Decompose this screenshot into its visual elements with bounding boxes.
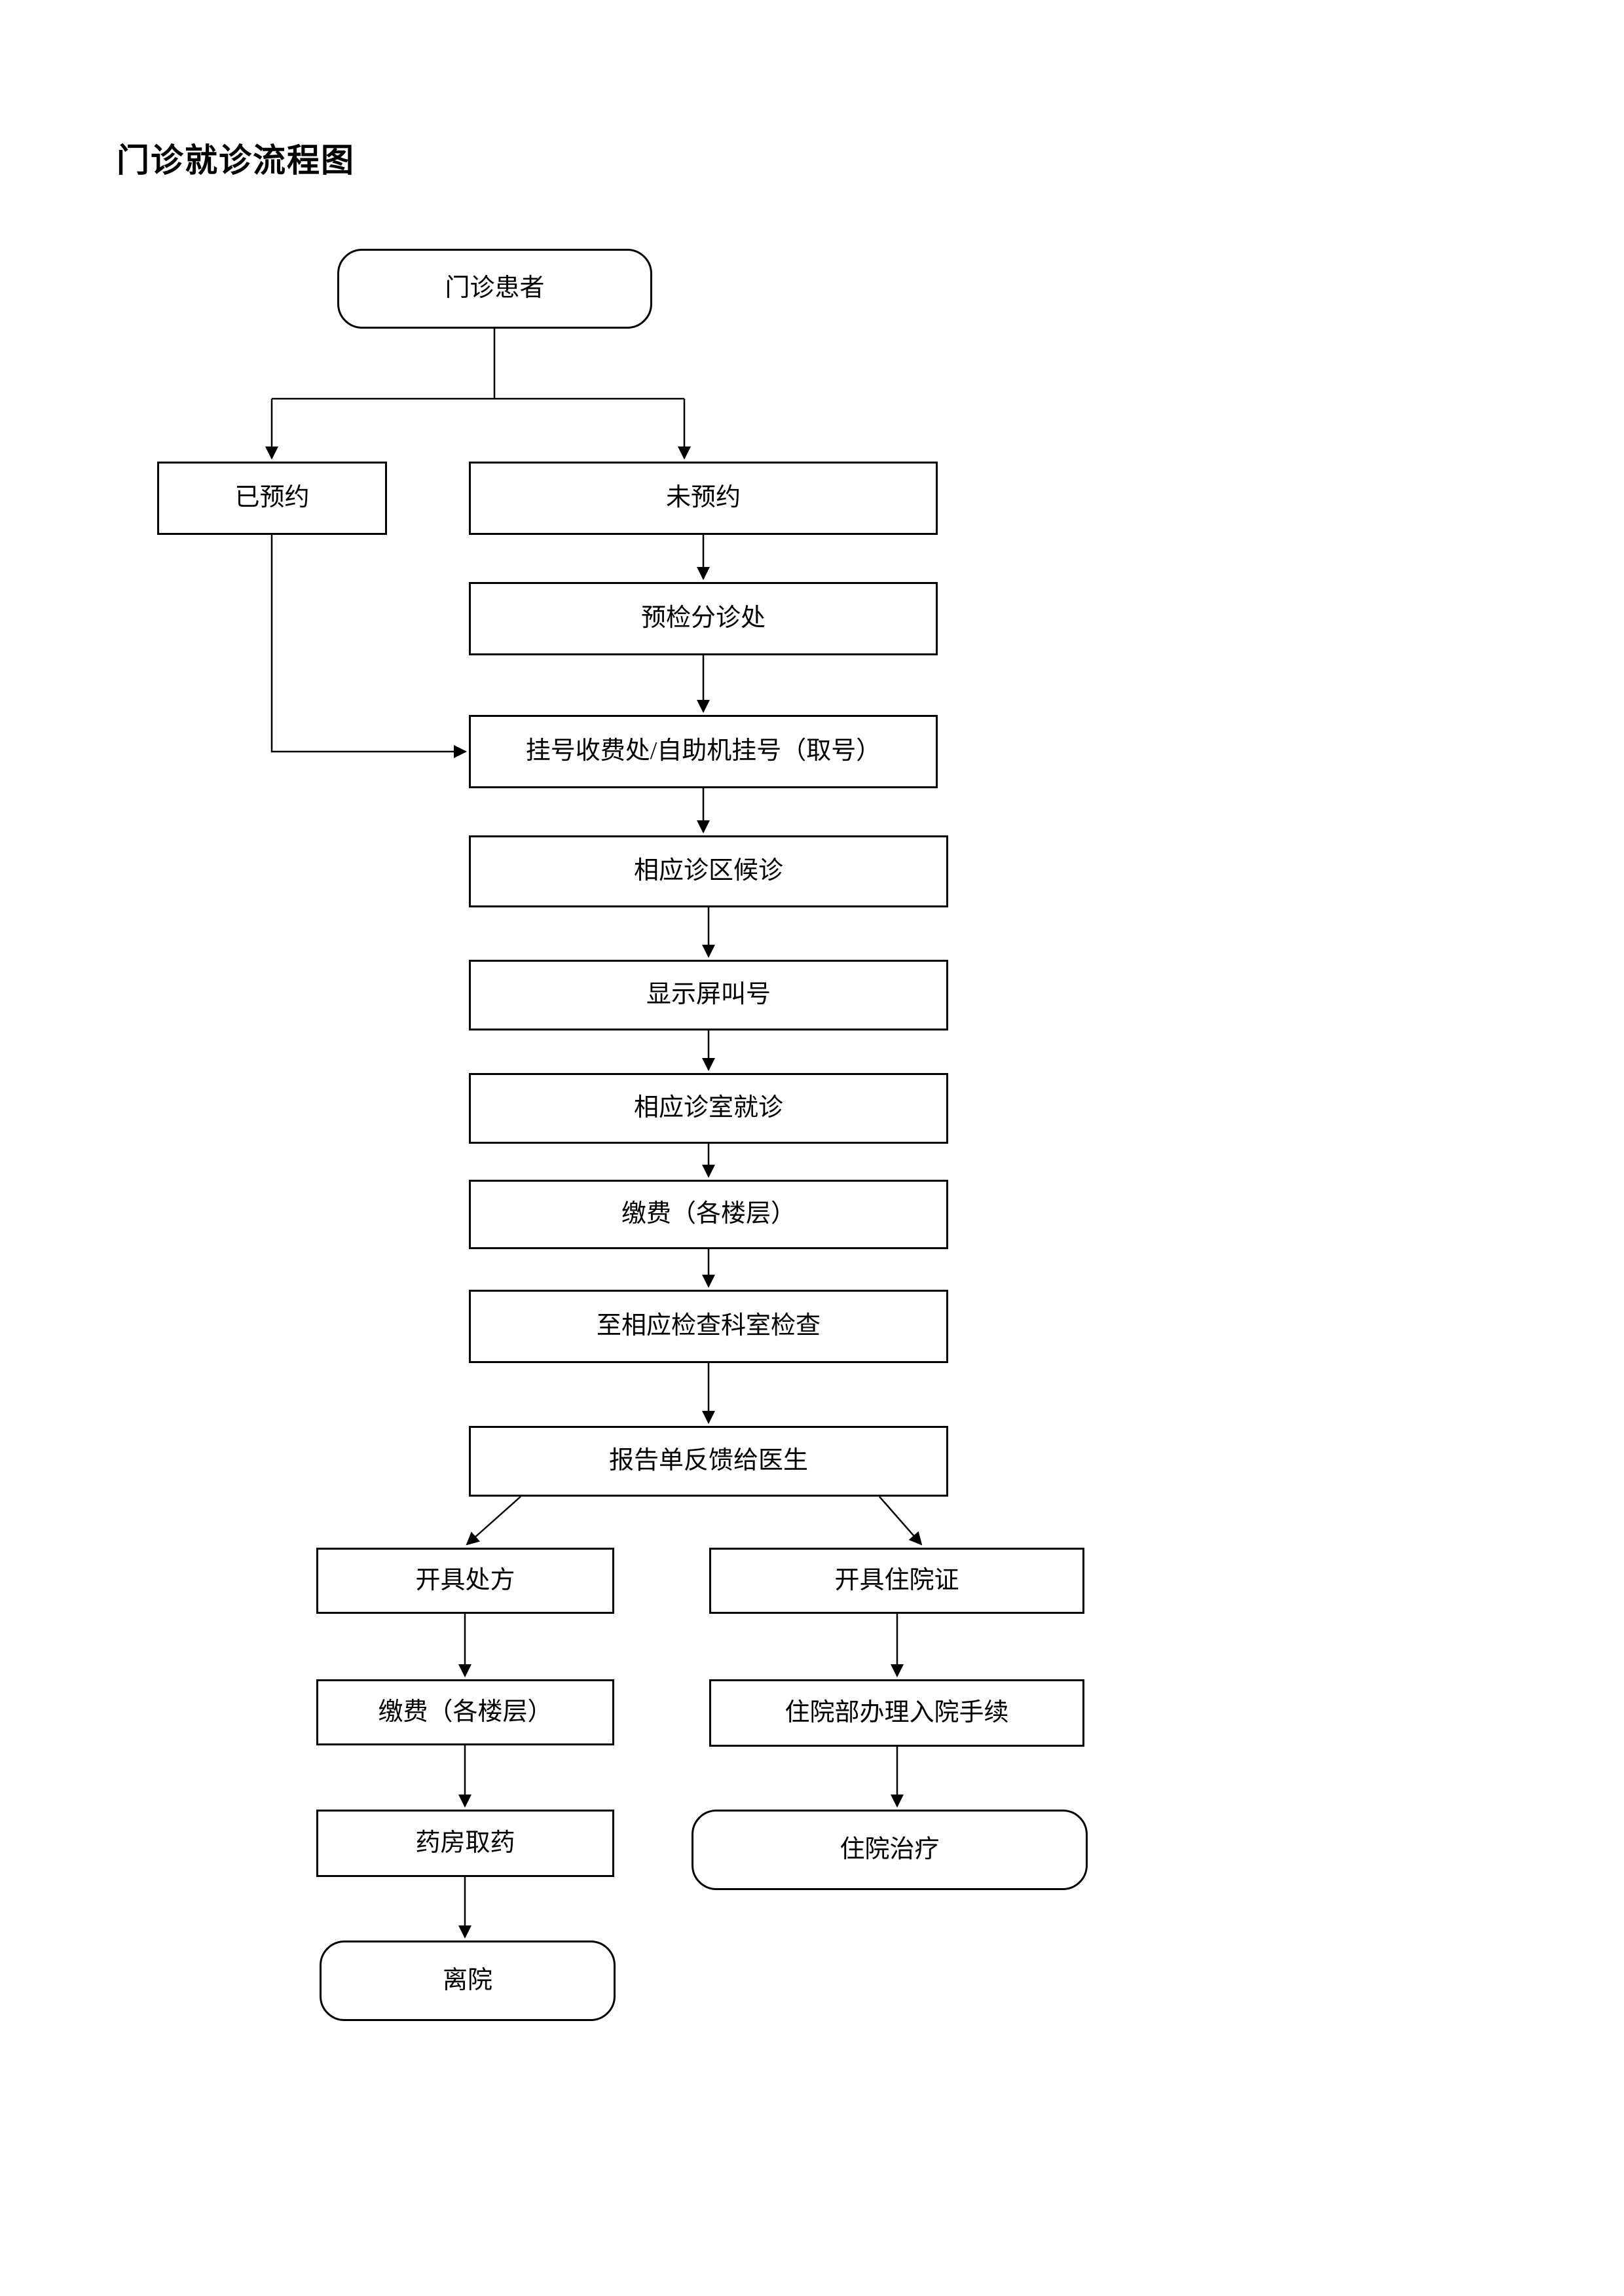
- node-no-appointment: 未预约: [469, 462, 938, 535]
- node-payment-floors-2: 缴费（各楼层）: [316, 1679, 614, 1745]
- edge-report-prescription: [466, 1496, 521, 1546]
- page-title: 门诊就诊流程图: [117, 142, 355, 179]
- node-registration-desk: 挂号收费处/自助机挂号（取号）: [469, 715, 938, 788]
- edge-booked-register: [270, 535, 467, 758]
- node-has-appointment: 已预约: [157, 462, 387, 535]
- node-leave-hospital: 离院: [320, 1941, 616, 2021]
- node-report-to-doctor: 报告单反馈给医生: [469, 1426, 948, 1497]
- node-display-call-number: 显示屏叫号: [469, 960, 948, 1030]
- node-pharmacy-pickup: 药房取药: [316, 1810, 614, 1877]
- node-issue-admission-cert: 开具住院证: [709, 1548, 1084, 1614]
- node-consulting-room: 相应诊室就诊: [469, 1073, 948, 1144]
- node-issue-prescription: 开具处方: [316, 1548, 614, 1614]
- node-pre-check-triage: 预检分诊处: [469, 582, 938, 655]
- node-inpatient-treatment: 住院治疗: [692, 1810, 1088, 1890]
- node-examination-department: 至相应检查科室检查: [469, 1290, 948, 1363]
- node-waiting-area: 相应诊区候诊: [469, 835, 948, 907]
- node-outpatient-patient: 门诊患者: [337, 249, 652, 329]
- node-payment-floors-1: 缴费（各楼层）: [469, 1180, 948, 1249]
- edge-report-admissioncert: [879, 1496, 923, 1546]
- node-admission-procedures: 住院部办理入院手续: [709, 1679, 1084, 1747]
